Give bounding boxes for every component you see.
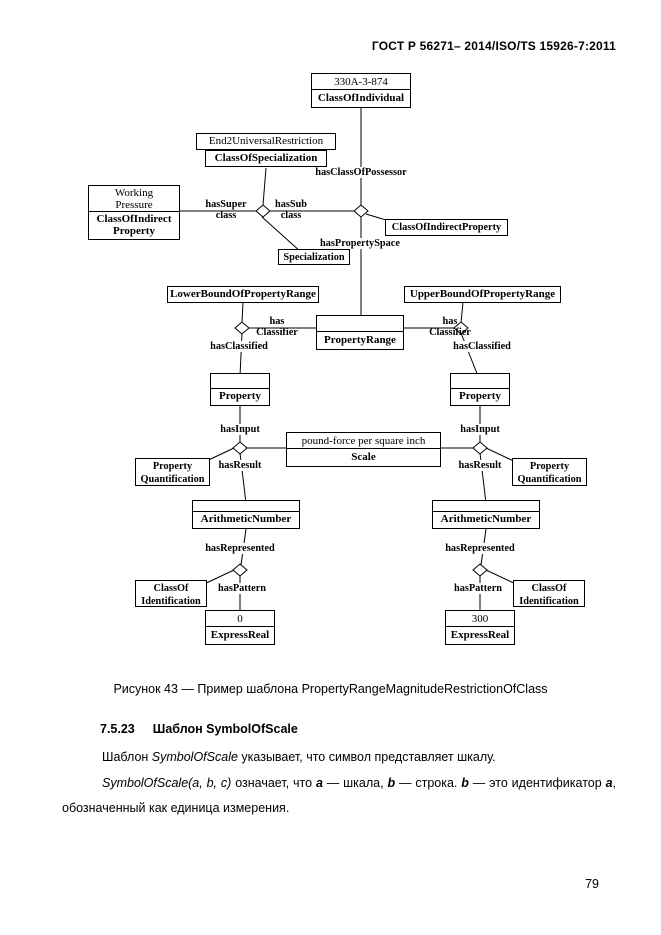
box-property-range: PropertyRange [316, 315, 404, 350]
edge-label-has-result-left: hasResult [214, 460, 266, 471]
box-property-left: Property [210, 373, 270, 406]
text-run: означает, что [231, 775, 316, 790]
label-line: Classifier [256, 327, 298, 338]
edge-label-has-pattern-right: hasPattern [450, 583, 506, 594]
edge-label-has-superclass: hasSuper class [200, 199, 252, 221]
empty-instance-cell [317, 316, 403, 332]
class-label: ArithmeticNumber [200, 513, 292, 525]
edge-label-has-classifier-left: has Classifier [253, 316, 301, 338]
box-property-quantification-right: Property Quantification [512, 458, 587, 486]
empty-instance-cell [433, 501, 539, 512]
page-number: 79 [585, 877, 599, 891]
label-line: hasSuper [205, 199, 247, 210]
section-number: 7.5.23 [100, 722, 135, 736]
template-diamond [472, 563, 488, 577]
empty-instance-cell [211, 374, 269, 389]
box-end2-universal-restriction: End2UniversalRestriction [196, 133, 336, 150]
box-property-quantification-left: Property Quantification [135, 458, 210, 486]
box-class-of-individual: 330A-3-874 ClassOfIndividual [311, 73, 411, 108]
section-title: Шаблон SymbolOfScale [152, 722, 298, 736]
paragraph-1: Шаблон SymbolOfScale указывает, что симв… [62, 745, 616, 771]
box-scale: pound-force per square inch Scale [286, 432, 441, 467]
class-label: Property [219, 390, 261, 402]
label-line: class [215, 210, 237, 221]
box-arithmetic-number-left: ArithmeticNumber [192, 500, 300, 529]
edge-label-has-represented-right: hasRepresented [440, 543, 520, 554]
text-run-bold-italic: b [387, 775, 396, 790]
edge-label-has-property-space: hasPropertySpace [310, 238, 410, 249]
box-class-of-specialization: ClassOfSpecialization [205, 150, 327, 167]
template-diamond [472, 441, 488, 455]
empty-instance-cell [193, 501, 299, 512]
template-diamonds [232, 204, 488, 577]
edge-label-has-result-right: hasResult [454, 460, 506, 471]
template-diamond [232, 563, 248, 577]
class-label: ArithmeticNumber [440, 513, 532, 525]
label-line: class [280, 210, 302, 221]
paragraph-2: SymbolOfScale(a, b, c) означает, что a —… [62, 771, 616, 822]
edge-label-has-pattern-left: hasPattern [214, 583, 270, 594]
edge-label-has-classified-right: hasClassified [448, 341, 516, 352]
class-label: ClassOfIndirect Property [96, 213, 172, 237]
label-line: Classifier [429, 327, 471, 338]
body-text: Шаблон SymbolOfScale указывает, что симв… [62, 745, 616, 822]
box-class-of-identification-right: ClassOf Identification [513, 580, 585, 607]
text-run-bold-italic: a [605, 775, 613, 790]
text-run: , обозначенный как единица измерения. [62, 775, 617, 816]
empty-instance-cell [451, 374, 509, 389]
class-label: PropertyRange [324, 334, 396, 346]
box-express-real-right: 300 ExpressReal [445, 610, 515, 645]
class-label: ExpressReal [450, 629, 510, 641]
figure-caption: Рисунок 43 — Пример шаблона PropertyRang… [113, 682, 548, 696]
box-class-of-indirect-property: ClassOfIndirectProperty [385, 219, 508, 236]
box-specialization: Specialization [278, 249, 350, 265]
box-arithmetic-number-right: ArithmeticNumber [432, 500, 540, 529]
section-heading: 7.5.23 Шаблон SymbolOfScale [100, 722, 298, 736]
edge-label-has-subclass: hasSub class [267, 199, 315, 221]
edge-label-has-class-of-possessor: hasClassOfPossessor [310, 167, 412, 178]
template-diamond [234, 321, 250, 335]
text-run: Шаблон [102, 750, 152, 764]
text-run: — шкала, [322, 775, 388, 790]
page-header: ГОСТ Р 56271– 2014/ISO/TS 15926-7:2011 [371, 39, 616, 53]
text-run-bold-italic: b [461, 775, 469, 790]
box-property-right: Property [450, 373, 510, 406]
text-run: — это идентификатор [468, 775, 606, 790]
instance-label: pound-force per square inch [287, 433, 440, 449]
edge-label-has-represented-left: hasRepresented [200, 543, 280, 554]
template-diamond [353, 204, 369, 218]
template-diamond [453, 321, 469, 335]
box-class-of-identification-left: ClassOf Identification [135, 580, 207, 607]
text-run: — строка. [395, 775, 462, 790]
edge-label-has-classified-left: hasClassified [205, 341, 273, 352]
edge-label-has-input-left: hasInput [214, 424, 266, 435]
class-label: Property [459, 390, 501, 402]
box-working-pressure: Working Pressure ClassOfIndirect Propert… [88, 185, 180, 240]
edge-lines [180, 107, 521, 613]
text-run: указывает, что символ представляет шкалу… [237, 750, 496, 764]
edge-label-has-classifier-right: has Classifier [426, 316, 474, 338]
box-upper-bound-of-property-range: UpperBoundOfPropertyRange [404, 286, 561, 303]
box-express-real-left: 0 ExpressReal [205, 610, 275, 645]
text-run-italic: SymbolOfScale(a, b, c) [102, 775, 232, 790]
class-label: Scale [351, 451, 376, 463]
label-line: hasSub [274, 199, 308, 210]
box-lower-bound-of-property-range: LowerBoundOfPropertyRange [167, 286, 319, 303]
instance-label: Working Pressure [89, 186, 179, 212]
template-diamond [232, 441, 248, 455]
label-line: has [269, 316, 285, 327]
edge-label-has-input-right: hasInput [454, 424, 506, 435]
instance-label: 300 [446, 611, 514, 627]
text-run-italic: SymbolOfScale [151, 750, 238, 764]
text-run-bold-italic: a [315, 775, 323, 790]
instance-label: 0 [206, 611, 274, 627]
class-label: ExpressReal [210, 629, 270, 641]
template-diamond [255, 204, 271, 218]
class-label: ClassOfIndividual [317, 92, 405, 104]
label-line: has [442, 316, 458, 327]
instance-label: 330A-3-874 [312, 74, 410, 90]
